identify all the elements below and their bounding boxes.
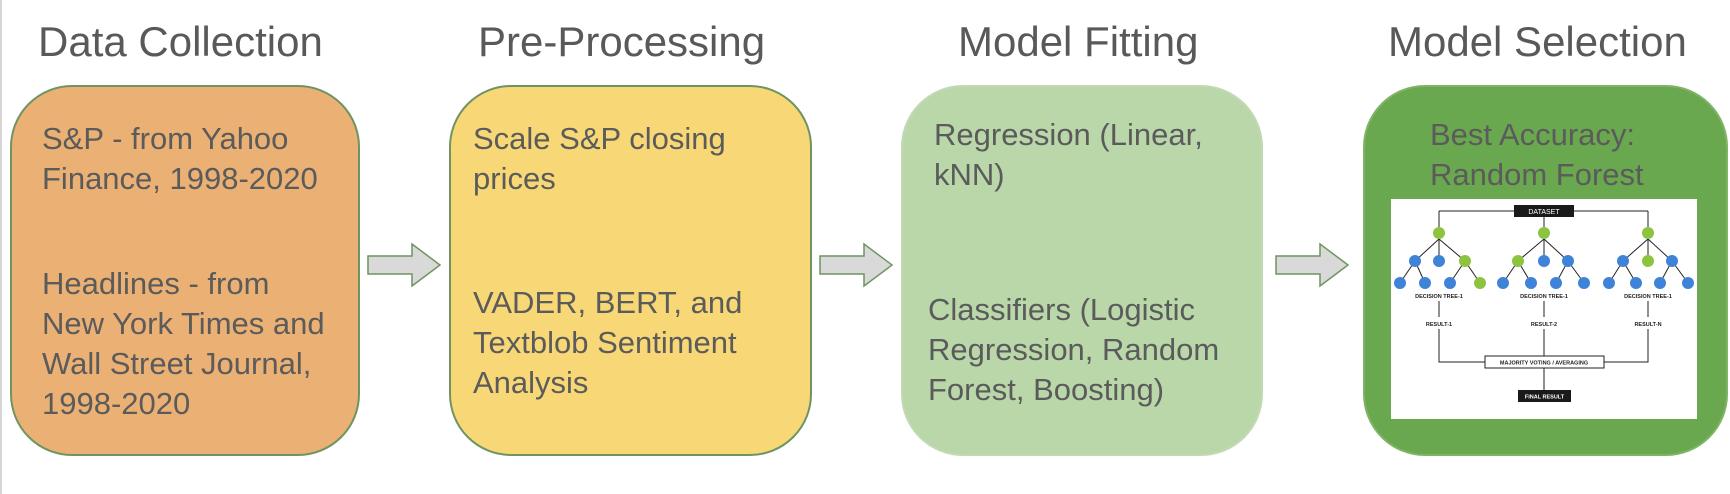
stage-title-model-fitting: Model Fitting [958,18,1199,65]
stage-box-pre-processing [449,85,812,456]
left-edge-rule [0,0,2,494]
data-collection-text-1: S&P - from Yahoo Finance, 1998-2020 [42,121,318,196]
result-label-2: RESULT-2 [1531,322,1557,328]
stage-box-data-collection [10,85,360,456]
forest-nodes [1394,227,1694,289]
voting-box [1484,355,1605,369]
tree-label-1: DECISION TREE-1 [1415,294,1463,300]
stage-title-data-collection: Data Collection [38,18,323,65]
model-selection-text: Best Accuracy: Random Forest [1430,117,1644,192]
dataset-box [1514,205,1574,217]
data-collection-text-2: Headlines - from New York Times and Wall… [42,266,325,421]
dataset-label: DATASET [1528,209,1560,216]
tree-label-3: DECISION TREE-1 [1624,294,1672,300]
stage-box-model-fitting [901,85,1263,456]
pre-processing-text-2: VADER, BERT, and Textblob Sentiment Anal… [473,285,743,400]
arrow-right-icon [1275,242,1350,288]
random-forest-diagram: DATASET DECISION TREE-1 DECISION TREE-1 … [1391,199,1697,419]
model-fitting-text-2: Classifiers (Logistic Regression, Random… [928,292,1220,407]
stage-title-pre-processing: Pre-Processing [478,18,766,65]
arrow-right-icon [819,242,894,288]
result-label-1: RESULT-1 [1426,322,1452,328]
tree-label-2: DECISION TREE-1 [1520,294,1568,300]
result-label-3: RESULT-N [1634,322,1661,328]
final-result-box [1518,390,1571,402]
pre-processing-text-1: Scale S&P closing prices [473,121,726,196]
arrow-right-icon [367,242,442,288]
voting-label: MAJORITY VOTING / AVERAGING [1500,361,1588,367]
stage-title-model-selection: Model Selection [1388,18,1687,65]
model-fitting-text-1: Regression (Linear, kNN) [934,117,1203,192]
final-result-label: FINAL RESULT [1525,395,1565,401]
